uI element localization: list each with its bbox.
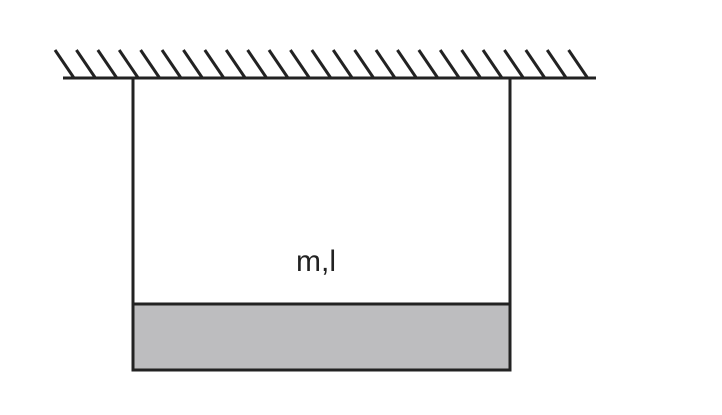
hatch-line bbox=[438, 49, 461, 79]
hatch-line bbox=[203, 49, 226, 79]
suspended-block bbox=[131, 302, 512, 372]
hatch-line bbox=[331, 49, 354, 79]
hatch-line bbox=[96, 49, 119, 79]
hatch-line bbox=[503, 49, 525, 79]
hatch-line bbox=[417, 49, 440, 79]
hatch-line bbox=[224, 49, 247, 79]
ceiling-hatching bbox=[53, 49, 589, 79]
hatch-line bbox=[396, 49, 418, 79]
hatch-line bbox=[160, 49, 183, 79]
hatch-line bbox=[545, 49, 568, 79]
hatch-line bbox=[567, 49, 589, 79]
hatch-line bbox=[246, 49, 268, 79]
hatch-line bbox=[53, 49, 76, 79]
hatch-line bbox=[289, 49, 311, 79]
mass-length-label: m,l bbox=[296, 245, 336, 278]
hatch-line bbox=[524, 49, 547, 79]
hatch-line bbox=[182, 49, 204, 79]
hatch-line bbox=[353, 49, 375, 79]
hatch-line bbox=[374, 49, 397, 79]
hatch-line bbox=[267, 49, 290, 79]
hatch-line bbox=[481, 49, 504, 79]
hatch-line bbox=[75, 49, 97, 79]
hatch-line bbox=[117, 49, 140, 79]
hatch-line bbox=[139, 49, 161, 79]
hatch-line bbox=[460, 49, 482, 79]
hatch-line bbox=[310, 49, 333, 79]
